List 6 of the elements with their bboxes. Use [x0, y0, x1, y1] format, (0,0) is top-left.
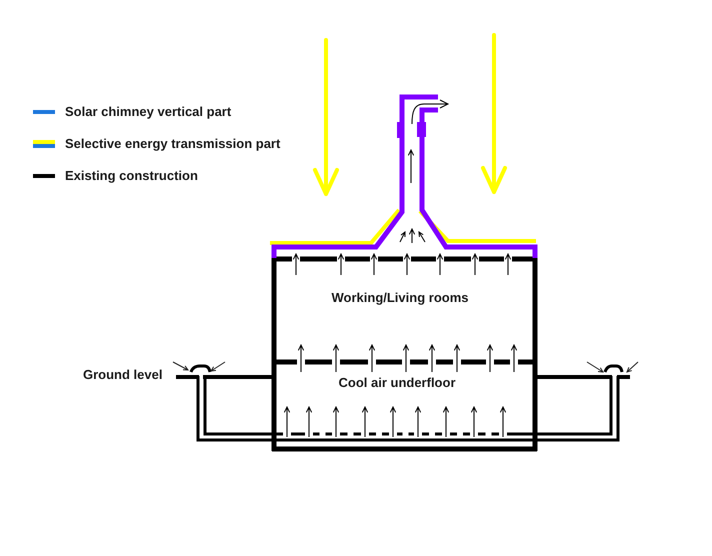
- room-label: Working/Living rooms: [332, 290, 468, 305]
- legend-label: Solar chimney vertical part: [65, 104, 232, 119]
- ground-level-label: Ground level: [83, 367, 162, 382]
- legend-label: Existing construction: [65, 168, 198, 183]
- room-label: Cool air underfloor: [338, 375, 456, 390]
- legend-label: Selective energy transmission part: [65, 136, 280, 151]
